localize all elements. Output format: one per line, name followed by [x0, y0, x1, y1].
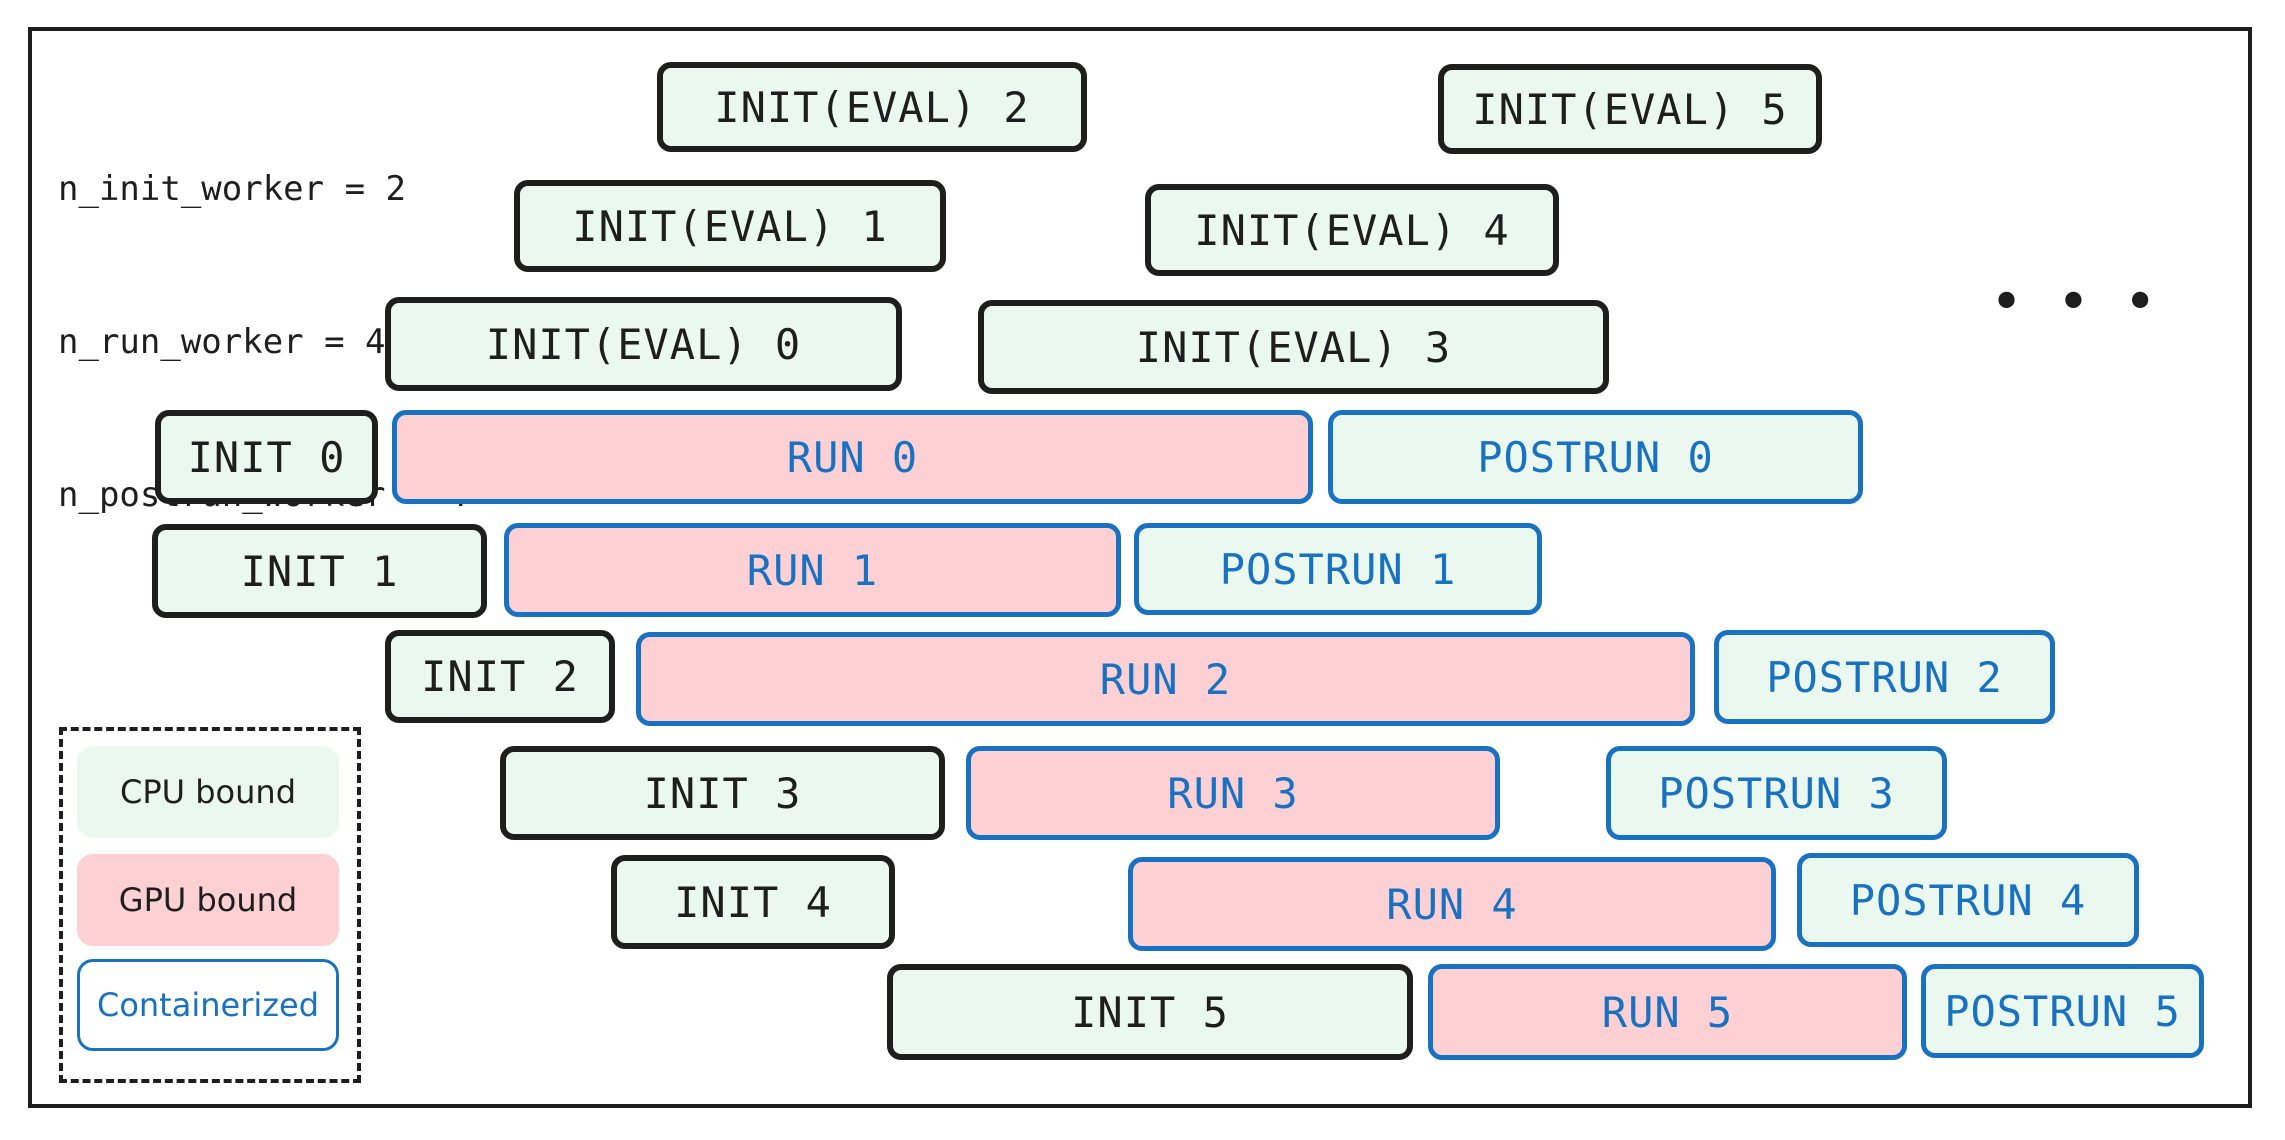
init-4-box: INIT 4 [611, 855, 895, 949]
run-4-box: RUN 4 [1128, 857, 1776, 951]
init-5-box: INIT 5 [887, 964, 1413, 1060]
postrun-3-box: POSTRUN 3 [1606, 746, 1947, 840]
legend-containerized: Containerized [77, 959, 339, 1051]
init-eval-4-box: INIT(EVAL) 4 [1145, 184, 1559, 276]
legend: CPU bound GPU bound Containerized [59, 727, 361, 1083]
postrun-1-box: POSTRUN 1 [1134, 523, 1542, 615]
run-5-box: RUN 5 [1428, 964, 1907, 1060]
run-2-box: RUN 2 [636, 632, 1695, 726]
legend-cpu-bound: CPU bound [77, 746, 339, 838]
postrun-5-box: POSTRUN 5 [1921, 964, 2204, 1058]
init-eval-2-box: INIT(EVAL) 2 [657, 62, 1087, 152]
legend-gpu-bound: GPU bound [77, 854, 339, 946]
init-3-box: INIT 3 [500, 746, 945, 840]
postrun-4-box: POSTRUN 4 [1797, 853, 2139, 947]
init-eval-5-box: INIT(EVAL) 5 [1438, 64, 1822, 154]
init-eval-0-box: INIT(EVAL) 0 [385, 297, 902, 391]
more-tasks-ellipsis: • • • [1990, 270, 2165, 335]
run-3-box: RUN 3 [966, 746, 1500, 840]
init-2-box: INIT 2 [385, 630, 615, 723]
init-0-box: INIT 0 [155, 410, 378, 504]
run-1-box: RUN 1 [504, 523, 1121, 617]
param-run-worker: n_run_worker = 4 [58, 322, 386, 362]
postrun-2-box: POSTRUN 2 [1714, 630, 2055, 724]
init-1-box: INIT 1 [152, 524, 487, 618]
param-init-worker: n_init_worker = 2 [58, 169, 406, 209]
init-eval-1-box: INIT(EVAL) 1 [514, 180, 946, 272]
init-eval-3-box: INIT(EVAL) 3 [978, 300, 1609, 394]
postrun-0-box: POSTRUN 0 [1328, 410, 1863, 504]
run-0-box: RUN 0 [392, 410, 1313, 504]
